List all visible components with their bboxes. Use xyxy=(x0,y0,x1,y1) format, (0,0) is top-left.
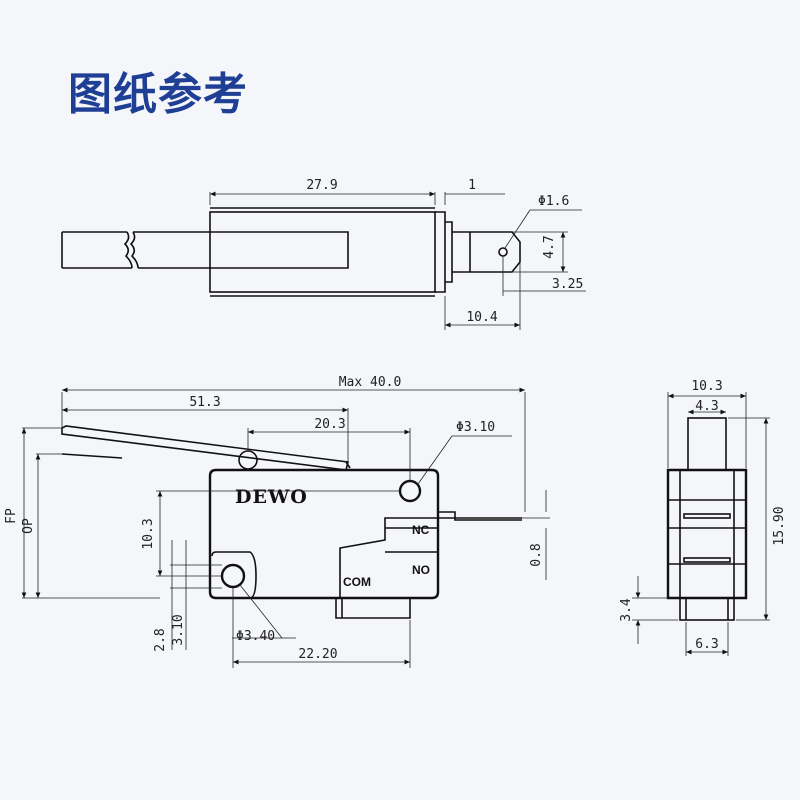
top-view: 27.9 1 Φ1.6 4.7 3.25 10.4 xyxy=(61,178,586,330)
dim-tab-length: 10.4 xyxy=(466,310,497,325)
dim-max-length: Max 40.0 xyxy=(339,375,402,390)
dim-end-height: 15.90 xyxy=(772,506,787,545)
brand-label: DEWO xyxy=(235,486,308,508)
dim-hole-spacing-top: 20.3 xyxy=(314,417,345,432)
dim-plunger: 0.8 xyxy=(529,543,544,566)
terminal-nc-label: NC xyxy=(412,523,430,537)
dim-tab-offset: 3.25 xyxy=(552,277,583,292)
dim-3-10: 3.10 xyxy=(171,614,186,645)
dim-gap: 1 xyxy=(468,178,476,193)
dim-tab-height: 4.7 xyxy=(542,235,557,258)
dim-top-hole-dia: Φ3.10 xyxy=(456,420,495,435)
dim-end-width: 10.3 xyxy=(691,379,722,394)
dim-vertical-hole: 10.3 xyxy=(141,518,156,549)
dim-op: OP xyxy=(21,518,36,534)
dim-hole-spacing-bottom: 22.20 xyxy=(298,647,337,662)
page-title: 图纸参考 xyxy=(68,69,248,120)
terminal-no-label: NO xyxy=(412,563,430,577)
dim-fp: FP xyxy=(4,508,19,524)
dim-plunger-width: 4.3 xyxy=(695,399,718,414)
dim-terminal-height: 3.4 xyxy=(619,598,634,622)
dim-terminal-width: 6.3 xyxy=(695,637,718,652)
terminal-com-label: COM xyxy=(343,575,371,589)
end-view: 10.3 4.3 15.90 3.4 6.3 xyxy=(619,379,787,656)
side-view: DEWO NC NO COM Max 40.0 51.3 20.3 Φ3.10 xyxy=(4,375,550,668)
dim-body-length: 27.9 xyxy=(306,178,337,193)
dim-2-8: 2.8 xyxy=(153,628,168,651)
dim-hole-dia: Φ1.6 xyxy=(538,194,569,209)
dim-lever-length: 51.3 xyxy=(189,395,220,410)
dim-bottom-hole-dia: Φ3.40 xyxy=(236,629,275,644)
